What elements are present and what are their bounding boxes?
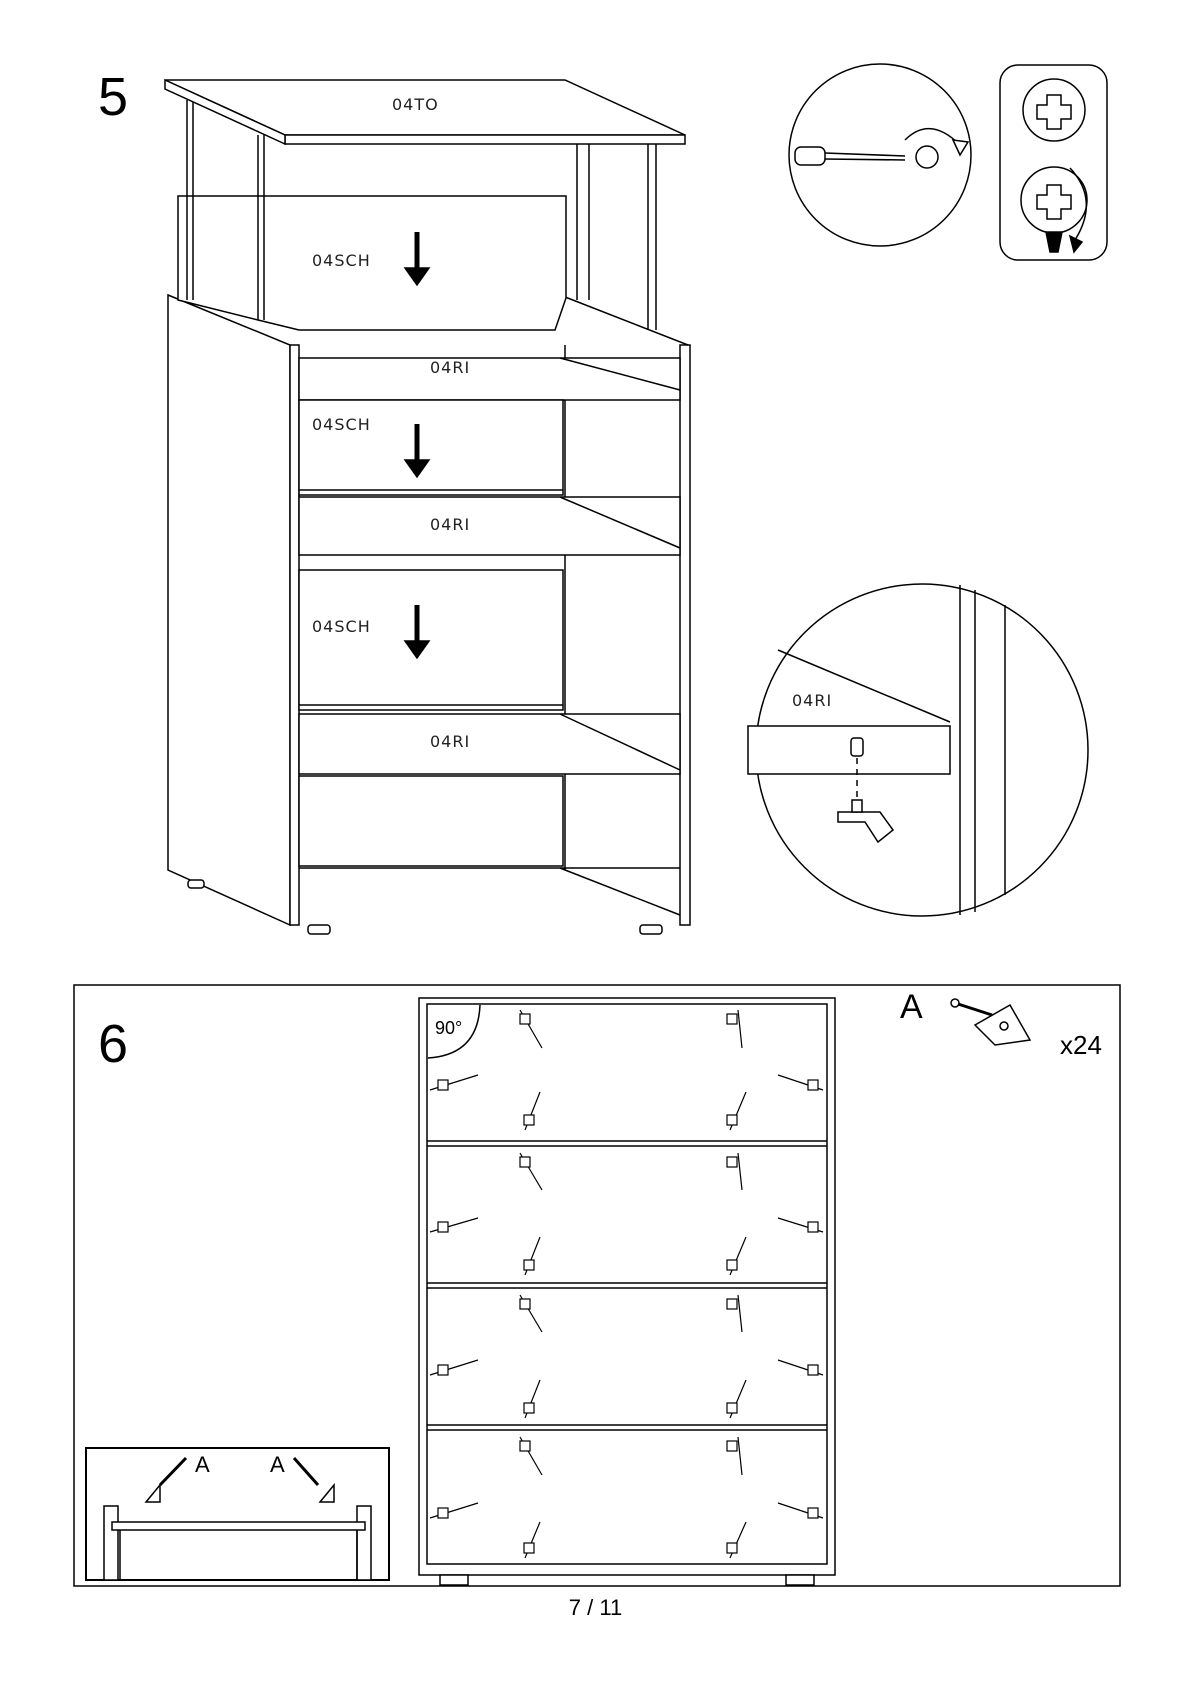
label-shelf-3: 04RI xyxy=(430,732,470,751)
label-back-panel-top: 04SCH xyxy=(312,251,371,270)
label-back-panel-middle: 04SCH xyxy=(312,415,371,434)
inset-label-left: A xyxy=(195,1452,210,1477)
back-panel-lower xyxy=(299,570,563,710)
fitting-letter: A xyxy=(900,988,923,1026)
page-number: 7 / 11 xyxy=(0,1595,1191,1621)
label-shelf-2: 04RI xyxy=(430,515,470,534)
screw-bracket-icon xyxy=(951,999,1030,1045)
inset-label-right: A xyxy=(270,1452,285,1477)
label-detail-shelf: 04RI xyxy=(792,691,832,710)
shelf-top xyxy=(299,358,680,400)
screwdriver-detail xyxy=(789,64,971,246)
bracket-inset-detail xyxy=(86,1448,389,1580)
cabinet-assembly-drawing xyxy=(165,80,690,934)
label-shelf-1: 04RI xyxy=(430,358,470,377)
fitting-quantity: x24 xyxy=(1060,1030,1102,1060)
angle-label: 90° xyxy=(435,1018,462,1038)
shelf-1 xyxy=(299,497,680,555)
screw-head-detail xyxy=(1000,65,1107,260)
shelf-pin-detail xyxy=(748,584,1088,916)
back-panel-top xyxy=(178,196,566,330)
label-back-panel-lower: 04SCH xyxy=(312,617,371,636)
step-6-number: 6 xyxy=(98,1014,128,1074)
label-top-panel: 04TO xyxy=(392,95,439,114)
cabinet-front-view xyxy=(419,998,835,1585)
step-5-number: 5 xyxy=(98,67,128,127)
